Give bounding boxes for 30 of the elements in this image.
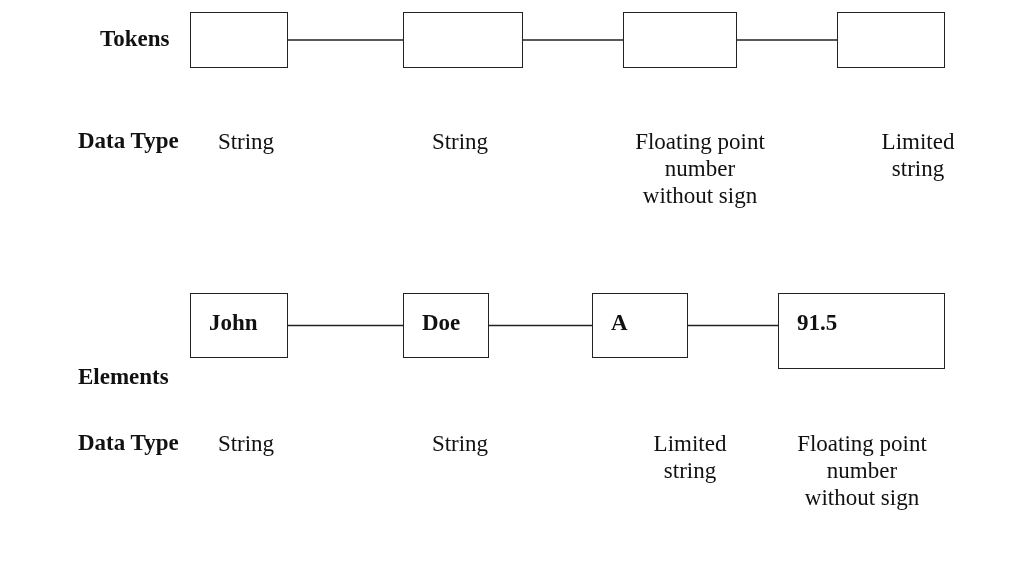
token-box xyxy=(190,12,288,68)
data-type-text: String xyxy=(430,128,490,155)
element-value: 91.5 xyxy=(797,310,839,336)
element-value: A xyxy=(611,310,629,336)
token-box xyxy=(623,12,737,68)
connector-line xyxy=(287,324,404,327)
row-label: Data Type xyxy=(78,430,179,456)
data-type-text: Limited string xyxy=(880,128,956,182)
data-type-text: Floating point number without sign xyxy=(796,430,928,511)
connector-line xyxy=(488,324,593,327)
token-box xyxy=(403,12,523,68)
data-type-text: Floating point number without sign xyxy=(634,128,766,209)
element-box xyxy=(190,293,288,358)
element-box xyxy=(403,293,489,358)
element-box xyxy=(778,293,945,369)
row-label: Data Type xyxy=(78,128,179,154)
element-value: Doe xyxy=(422,310,462,336)
row-label: Elements xyxy=(78,364,169,390)
data-type-text: String xyxy=(430,430,490,457)
element-box xyxy=(592,293,688,358)
data-type-text: Limited string xyxy=(652,430,728,484)
connector-line xyxy=(287,39,404,41)
connector-line xyxy=(687,324,779,327)
connector-line xyxy=(736,39,838,41)
data-type-text: String xyxy=(216,430,276,457)
connector-line xyxy=(522,39,624,41)
element-value: John xyxy=(209,310,259,336)
data-type-text: String xyxy=(216,128,276,155)
row-label: Tokens xyxy=(100,26,170,52)
token-box xyxy=(837,12,945,68)
